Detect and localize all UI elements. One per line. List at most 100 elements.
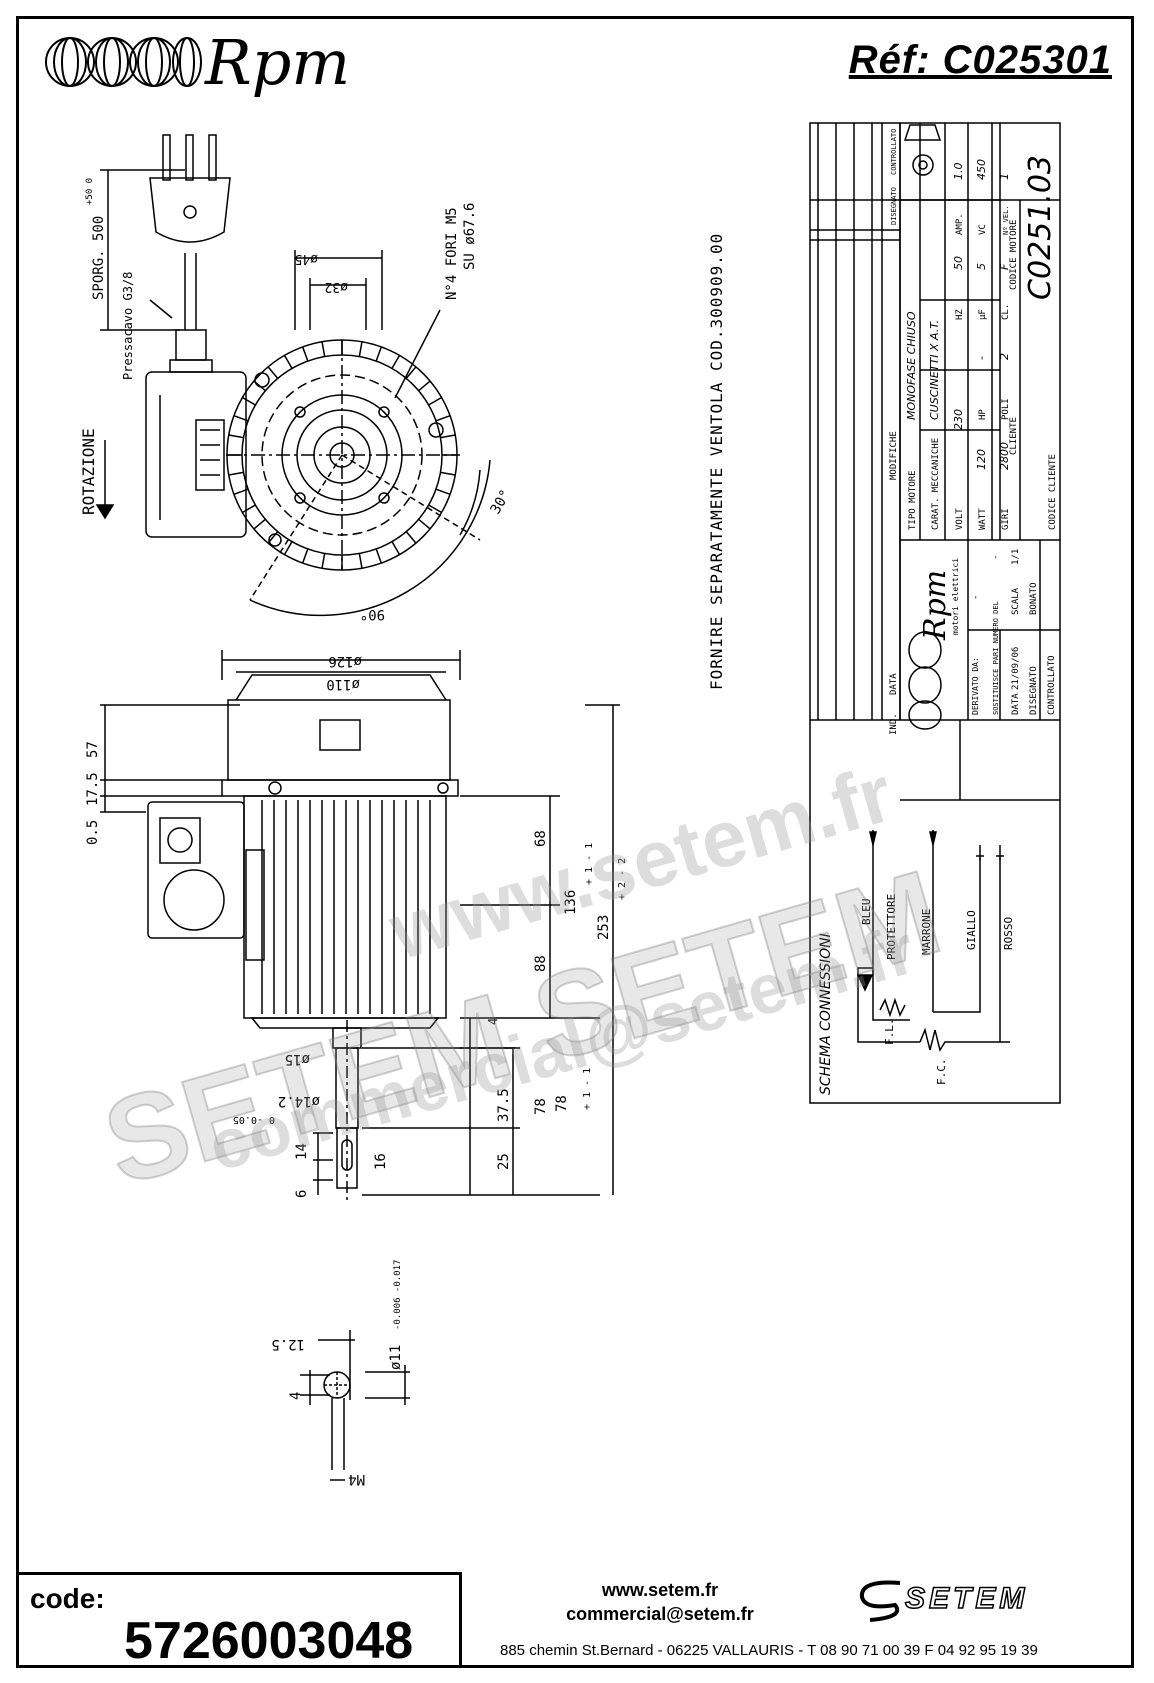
- schema-title: SCHEMA CONNESSIONI: [818, 933, 834, 1095]
- dim-253-tolerance: + 2 - 2: [617, 858, 628, 900]
- tb-volt: 230: [952, 409, 965, 430]
- cooling-fin: [301, 548, 309, 564]
- cooling-fin: [428, 396, 442, 406]
- setem-swirl-icon: [859, 1580, 901, 1622]
- tb-amp-label: AMP.: [955, 213, 965, 235]
- motor-end-view: [226, 339, 460, 571]
- connection-schema: [856, 830, 1010, 1052]
- rotation-label: ROTAZIONE: [79, 428, 98, 515]
- dim-4-key: 4: [288, 1392, 304, 1400]
- tb-rpm-subtitle: motori elettrici: [951, 558, 960, 635]
- cooling-fin: [321, 341, 326, 357]
- power-plug: [149, 134, 231, 373]
- dim-dia-45: ø45: [295, 251, 318, 266]
- cable-length-note: SPORG. 500: [91, 216, 107, 300]
- cooling-fin: [233, 414, 249, 422]
- tb-vc-label: VC: [978, 224, 988, 235]
- tb-rpm-brand: Rpm: [918, 570, 953, 641]
- dim-78-repeat: 78: [554, 1095, 570, 1112]
- tb-disegnato-value: BONATO: [1029, 582, 1039, 615]
- tb-uf-label: µF: [978, 309, 988, 320]
- rpm-logo-coils-icon: [45, 37, 202, 87]
- tb-amp: 1.0: [952, 163, 965, 181]
- dim-4: 4: [486, 1018, 500, 1025]
- setem-brand-logo: SETEM: [904, 1581, 1029, 1616]
- cooling-fin: [358, 553, 363, 569]
- cooling-fin: [242, 504, 256, 514]
- tb-data-label: DATA: [889, 673, 899, 695]
- contact-block: www.setem.fr commercial@setem.fr: [560, 1578, 760, 1626]
- cooling-fin: [233, 488, 249, 496]
- cooling-fin: [267, 366, 279, 379]
- tb-disegnato-label: DISEGNATO: [890, 187, 898, 225]
- cooling-fin: [253, 518, 266, 530]
- cooling-fin: [283, 541, 293, 555]
- tb-carat: CUSCINETTI X A.T.: [928, 320, 941, 420]
- dim-136-tolerance: + 1 - 1: [584, 843, 595, 885]
- cooling-fin: [375, 548, 383, 564]
- tb-cliente-label: CLIENTE: [1009, 417, 1019, 455]
- company-address: 885 chemin St.Bernard - 06225 VALLAURIS …: [500, 1642, 1038, 1659]
- cable-gland-note: Pressacavo G3/8: [121, 272, 135, 380]
- dim-136: 136: [563, 890, 579, 915]
- tb-giri: 2800: [998, 442, 1011, 470]
- tb-hz-label: HZ: [955, 309, 965, 320]
- dim-dia-15: ø15: [285, 1051, 310, 1067]
- fan-supply-note: FORNIRE SEPARATAMENTE VENTOLA COD.300909…: [707, 233, 726, 690]
- tb-data-row-label: DATA: [1011, 693, 1021, 715]
- tb-disegnato-row-label: DISEGNATO: [1029, 666, 1039, 715]
- tb-hp: -: [975, 356, 988, 360]
- tb-giri-label: GIRI: [1001, 508, 1011, 530]
- footer-code-box: code: 5726003048: [16, 1572, 462, 1670]
- website-link[interactable]: www.setem.fr: [601, 1580, 719, 1600]
- tb-ind-label: IND.: [889, 713, 899, 735]
- tb-nvel: 1: [998, 173, 1011, 180]
- tb-cl: F: [998, 263, 1011, 270]
- cooling-fin: [267, 531, 279, 544]
- tb-watt-label: WATT: [978, 508, 988, 530]
- tb-uf: 5: [975, 263, 988, 270]
- cooling-fin: [358, 341, 363, 357]
- dim-17-5: 17.5: [85, 772, 101, 806]
- tb-scala: 1/1: [1011, 549, 1021, 565]
- tb-controllato-row-label: CONTROLLATO: [1047, 655, 1057, 715]
- cooling-fin: [391, 541, 401, 555]
- dim-m4: M4: [348, 1471, 365, 1487]
- tb-tipo-motore-label: TIPO MOTORE: [908, 470, 918, 530]
- cooling-fin: [440, 434, 456, 439]
- dim-88: 88: [533, 955, 549, 972]
- dim-16: 16: [373, 1153, 389, 1170]
- motor-side-view: [147, 674, 459, 1200]
- dim-dia-11: ø11: [388, 1345, 404, 1370]
- dim-14: 14: [294, 1143, 310, 1160]
- mounting-holes-pcd-note: SU ø67.6: [462, 203, 478, 270]
- dim-dia-126: ø126: [328, 653, 362, 669]
- dim-dia-14-2: ø14.2: [278, 1093, 320, 1109]
- angle-90: 90°: [360, 606, 385, 622]
- tb-poli-label: POLI: [1001, 398, 1011, 420]
- dim-12-5: 12.5: [271, 1336, 305, 1352]
- schema-fl: F.L.: [883, 1019, 896, 1046]
- dim-57: 57: [85, 741, 101, 758]
- email-link[interactable]: commercial@setem.fr: [566, 1604, 754, 1624]
- dim-25: 25: [496, 1153, 512, 1170]
- mounting-holes-note: N°4 FORI M5: [444, 207, 460, 300]
- drawing-sheet-border: [16, 16, 1134, 1668]
- reference-number: Réf: C025301: [848, 38, 1112, 82]
- rpm-logo: [42, 32, 202, 97]
- cooling-fin: [405, 366, 417, 379]
- wire-protettore: PROTETTORE: [885, 894, 898, 960]
- tb-scala-label: SCALA: [1011, 587, 1021, 615]
- code-label: code:: [30, 1583, 105, 1614]
- tb-tipo-motore: MONOFASE CHIUSO: [905, 311, 918, 420]
- tb-hp-label: HP: [978, 409, 988, 420]
- dim-78: 78: [533, 1098, 549, 1115]
- dim-dia-32: ø32: [325, 279, 348, 294]
- tb-poli: 2: [998, 353, 1011, 360]
- tb-carat-label: CARAT. MECCANICHE: [931, 438, 941, 530]
- tb-volt-label: VOLT: [955, 508, 965, 530]
- cooling-fin: [253, 380, 266, 392]
- cooling-fin: [435, 488, 451, 496]
- tb-watt: 120: [975, 449, 988, 470]
